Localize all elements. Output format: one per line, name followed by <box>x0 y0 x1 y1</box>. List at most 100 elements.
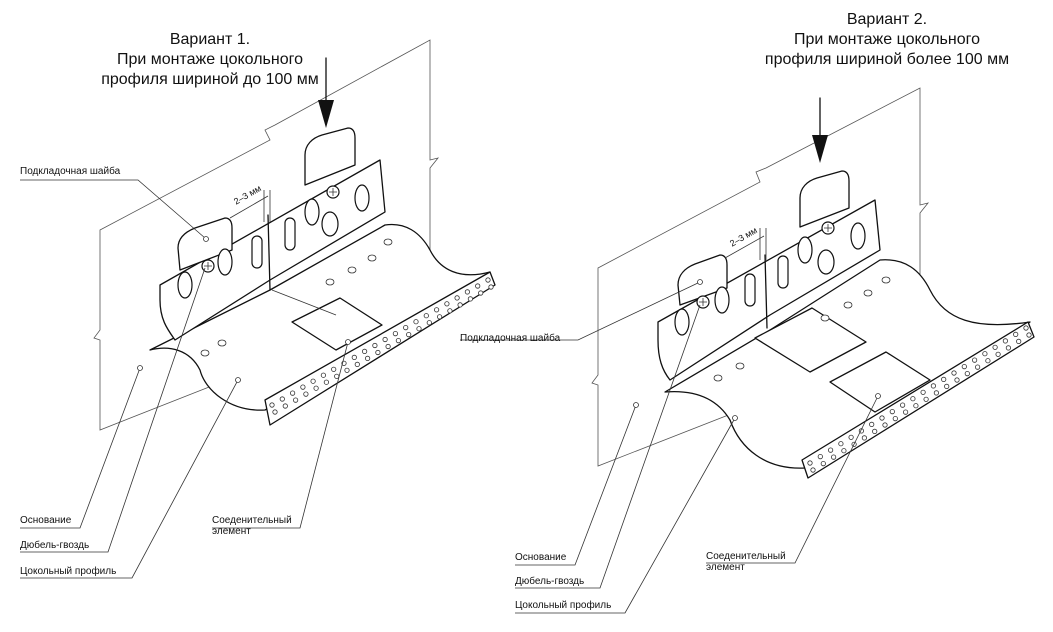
perforation-hole <box>941 376 947 382</box>
v2-gap-leader <box>724 235 765 259</box>
v1-leader-profile <box>20 379 239 579</box>
v2-label-connector: Соеденительный элемент <box>706 551 786 573</box>
perforation-hole <box>841 448 847 454</box>
v1-label-base: Основание <box>20 515 72 526</box>
perforation-hole <box>364 355 371 361</box>
perforation-hole <box>310 378 316 384</box>
perforation-hole <box>320 372 326 378</box>
v1-base-hole <box>217 339 227 347</box>
perforation-hole <box>361 348 368 354</box>
v1-label-washer: Подкладочная шайба <box>20 166 121 177</box>
perforation-hole <box>375 349 381 356</box>
perforation-hole <box>426 320 432 326</box>
perforation-hole <box>406 331 412 338</box>
v2-title-line2: При монтаже цокольного <box>793 31 980 48</box>
perforation-hole <box>889 408 895 415</box>
v2-back-plate <box>657 199 881 381</box>
perforation-hole <box>951 370 957 376</box>
perforation-hole <box>292 397 299 403</box>
v2-label-dowel: Дюбель-гвоздь <box>515 576 585 587</box>
v2-joint <box>764 254 768 329</box>
perforation-hole <box>838 441 844 447</box>
v1-washer-left <box>177 217 233 271</box>
perforation-hole <box>413 319 419 325</box>
perforation-hole <box>372 342 378 349</box>
v2-slot-3 <box>744 273 756 307</box>
perforation-hole <box>385 343 391 350</box>
v1-slot-1 <box>177 271 193 299</box>
perforation-hole <box>882 422 888 428</box>
perforation-hole <box>436 314 443 320</box>
v2-base-hole <box>713 374 723 382</box>
v1-leader-washer-dot <box>203 236 209 242</box>
perforation-hole <box>869 421 875 427</box>
v1-perforation-row <box>269 277 494 415</box>
v1-joint-base <box>271 289 337 316</box>
v1-title: Вариант 1. При монтаже цокольного профил… <box>60 30 360 90</box>
v2-arrow-head <box>812 135 828 163</box>
v2-connector-bottom <box>829 351 931 413</box>
v2-washer-right <box>799 170 850 228</box>
perforation-hole <box>1005 345 1012 351</box>
v2-label-connector-line1: Соеденительный <box>706 551 786 562</box>
v1-label-connector: Соеденительный элемент <box>212 515 292 537</box>
v2-label-connector-line2: элемент <box>706 562 745 573</box>
v1-base-hole <box>325 278 335 286</box>
v1-dowel-cross-2 <box>329 188 337 196</box>
perforation-hole <box>488 284 494 290</box>
perforation-hole <box>944 383 950 389</box>
v1-base-hole <box>347 266 357 274</box>
perforation-hole <box>1023 325 1029 331</box>
perforation-hole <box>282 403 288 409</box>
v1-label-connector-line1: Соеденительный <box>212 515 292 526</box>
v1-dowel-cross-1 <box>204 262 212 270</box>
perforation-hole <box>457 302 463 308</box>
v1-leader-connector-dot <box>345 339 351 345</box>
v1-slot-2 <box>217 248 233 276</box>
v1-leader-profile-dot <box>235 377 241 383</box>
v1-slot-5 <box>304 198 320 226</box>
perforation-hole <box>313 385 319 391</box>
perforation-hole <box>303 391 309 397</box>
v2-base-hole <box>735 362 745 370</box>
v2-leader-connector-dot <box>875 393 881 399</box>
v2-base-hole <box>843 301 853 309</box>
perforation-hole <box>1016 338 1022 344</box>
perforation-hole <box>807 460 813 466</box>
perforation-hole <box>382 336 388 343</box>
perforation-hole <box>985 358 991 364</box>
perforation-hole <box>910 396 916 402</box>
perforation-hole <box>954 377 960 383</box>
v2-leader-profile-dot <box>732 415 738 421</box>
perforation-hole <box>1013 331 1019 337</box>
perforation-hole <box>817 453 823 460</box>
perforation-hole <box>961 363 967 370</box>
v1-leader-dowel <box>20 267 206 553</box>
perforation-hole <box>820 460 826 467</box>
v1-back-plate <box>159 159 386 341</box>
v1-slot-6 <box>321 211 339 237</box>
perforation-hole <box>872 428 878 434</box>
v2-leader-base <box>515 404 637 566</box>
perforation-hole <box>982 351 988 357</box>
perforation-hole <box>416 326 422 332</box>
v1-arrow-head <box>318 100 334 128</box>
v1-leader-base <box>20 367 141 529</box>
perforation-hole <box>454 295 460 301</box>
v2-label-base: Основание <box>515 552 567 563</box>
perforation-hole <box>331 366 337 372</box>
perforation-hole <box>920 389 926 395</box>
v1-label-dowel: Дюбель-гвоздь <box>20 540 90 551</box>
perforation-hole <box>423 313 429 319</box>
v2-leader-connector <box>706 395 879 564</box>
v1-leader-connector <box>212 341 349 529</box>
v1-base-hole <box>367 254 377 262</box>
v2-leader-dowel <box>515 304 701 589</box>
v2-base-hole <box>881 276 891 284</box>
perforation-hole <box>923 396 929 402</box>
perforation-hole <box>323 379 329 385</box>
perforation-hole <box>351 354 357 360</box>
v1-leader-base-dot <box>137 365 143 371</box>
